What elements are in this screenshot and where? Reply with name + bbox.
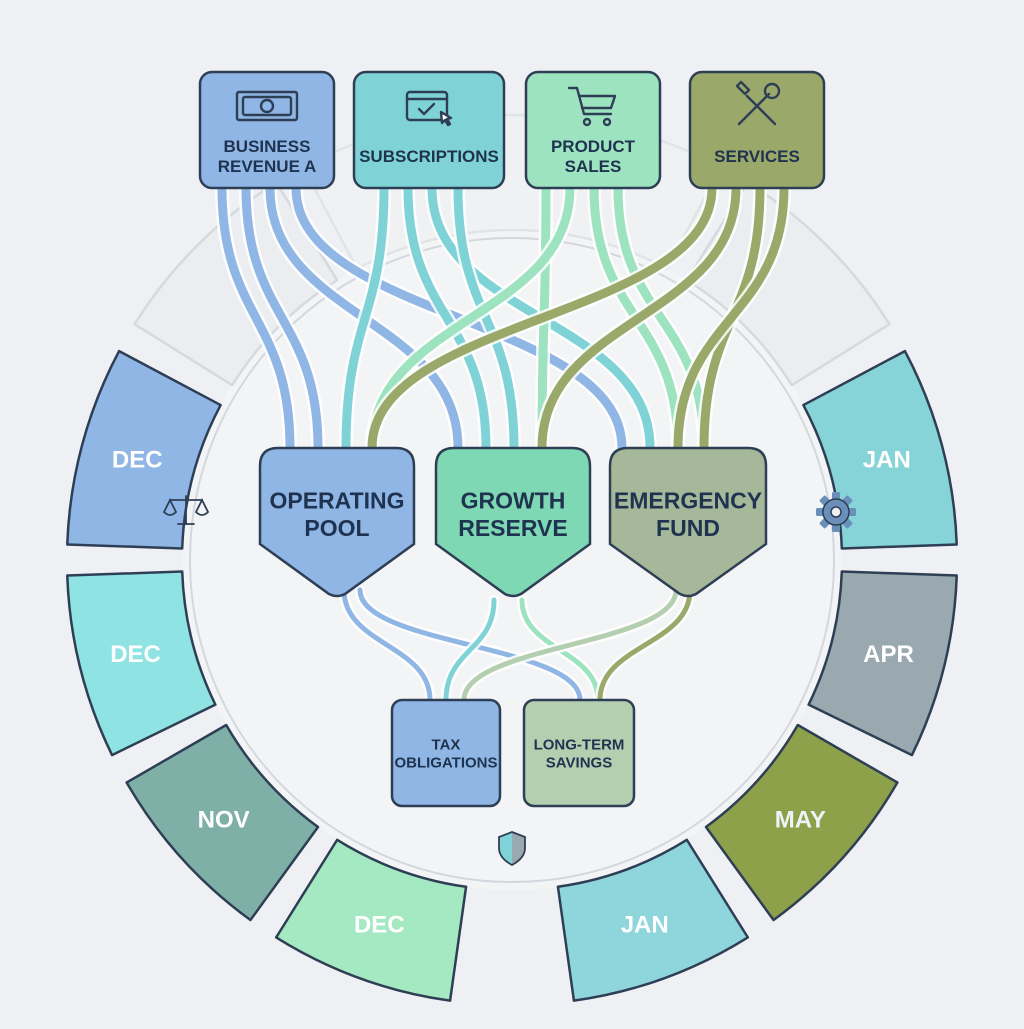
month-label-left-3: NOV <box>198 807 250 834</box>
month-label-bottom-1: DEC <box>354 912 405 939</box>
pool-label-growth-line-1: GROWTH <box>461 488 566 514</box>
shopping-cart-icon <box>567 86 617 127</box>
destination-label-tax-line-2: OBLIGATIONS <box>394 754 497 771</box>
destination-label-tax-line-1: TAX <box>432 737 461 754</box>
flow-ribbon-14 <box>537 183 741 453</box>
month-segment-left-2 <box>66 570 217 757</box>
flow-ribbon-2 <box>241 183 323 453</box>
month-label-right-1: JAN <box>863 447 911 474</box>
destination-label-savings-line-1: LONG-TERM <box>534 737 625 754</box>
ring-segment-top-right <box>685 181 891 387</box>
pool-label-operating-line-2: POOL <box>304 515 369 541</box>
source-box-services <box>688 70 826 190</box>
source-label-product-line-1: PRODUCT <box>551 137 636 156</box>
month-label-bottom-2: JAN <box>621 912 669 939</box>
month-segment-right-2 <box>807 570 958 757</box>
month-segment-bottom-2 <box>556 838 750 1002</box>
source-node-services[interactable]: SERVICES <box>688 70 826 190</box>
icon-layer <box>162 492 856 867</box>
pool-shape-growth <box>434 446 592 598</box>
destination-box-tax <box>390 698 502 808</box>
flow-lower-6 <box>597 587 693 703</box>
pool-label-operating-line-1: OPERATING <box>269 488 404 514</box>
wrench-screwdriver-icon <box>735 80 781 126</box>
source-node-subscriptions[interactable]: SUBSCRIPTIONS <box>352 70 506 190</box>
pool-label-emergency-line-2: FUND <box>656 515 720 541</box>
pool-label-growth-line-2: RESERVE <box>458 515 568 541</box>
balance-scale-icon <box>162 495 210 525</box>
browser-click-icon <box>405 90 453 127</box>
month-label-right-2: APR <box>863 641 914 668</box>
source-label-business-line-1: BUSINESS <box>224 137 311 156</box>
flow-layer <box>215 181 791 705</box>
flow-ribbon-16 <box>673 183 789 453</box>
source-label-subscriptions-line-1: SUBSCRIPTIONS <box>359 147 499 166</box>
flow-ribbon-8 <box>453 183 519 453</box>
destination-box-savings <box>522 698 636 808</box>
flow-ribbon-1 <box>217 183 295 453</box>
month-segment-left-3 <box>125 723 320 922</box>
month-segment-right-1 <box>802 349 958 550</box>
month-label-right-3: MAY <box>775 807 826 834</box>
gear-icon <box>816 492 856 532</box>
source-box-product <box>524 70 662 190</box>
flow-ribbon-6 <box>403 183 491 453</box>
source-box-business <box>198 70 336 190</box>
source-label-services-line-1: SERVICES <box>714 147 800 166</box>
source-box-subscriptions <box>352 70 506 190</box>
pool-shape-operating <box>258 446 416 598</box>
month-segment-bottom-1 <box>274 838 468 1002</box>
source-label-product-line-2: SALES <box>565 157 622 176</box>
month-label-left-2: DEC <box>110 641 161 668</box>
shield-icon <box>498 831 526 867</box>
flow-lower-1 <box>341 587 433 703</box>
source-label-business-line-2: REVENUE A <box>218 157 317 176</box>
flow-ribbon-5 <box>341 183 389 453</box>
month-segment-right-3 <box>704 723 899 922</box>
destination-label-savings-line-2: SAVINGS <box>546 754 612 771</box>
cash-icon <box>235 90 299 122</box>
inner-ring <box>189 237 835 883</box>
month-label-left-1: DEC <box>112 447 163 474</box>
flow-ribbon-13 <box>367 183 717 453</box>
flow-lower-5 <box>461 587 679 703</box>
pool-label-emergency-line-1: EMERGENCY <box>614 488 762 514</box>
flow-lower-3 <box>443 597 497 703</box>
pool-shape-emergency <box>608 446 768 598</box>
